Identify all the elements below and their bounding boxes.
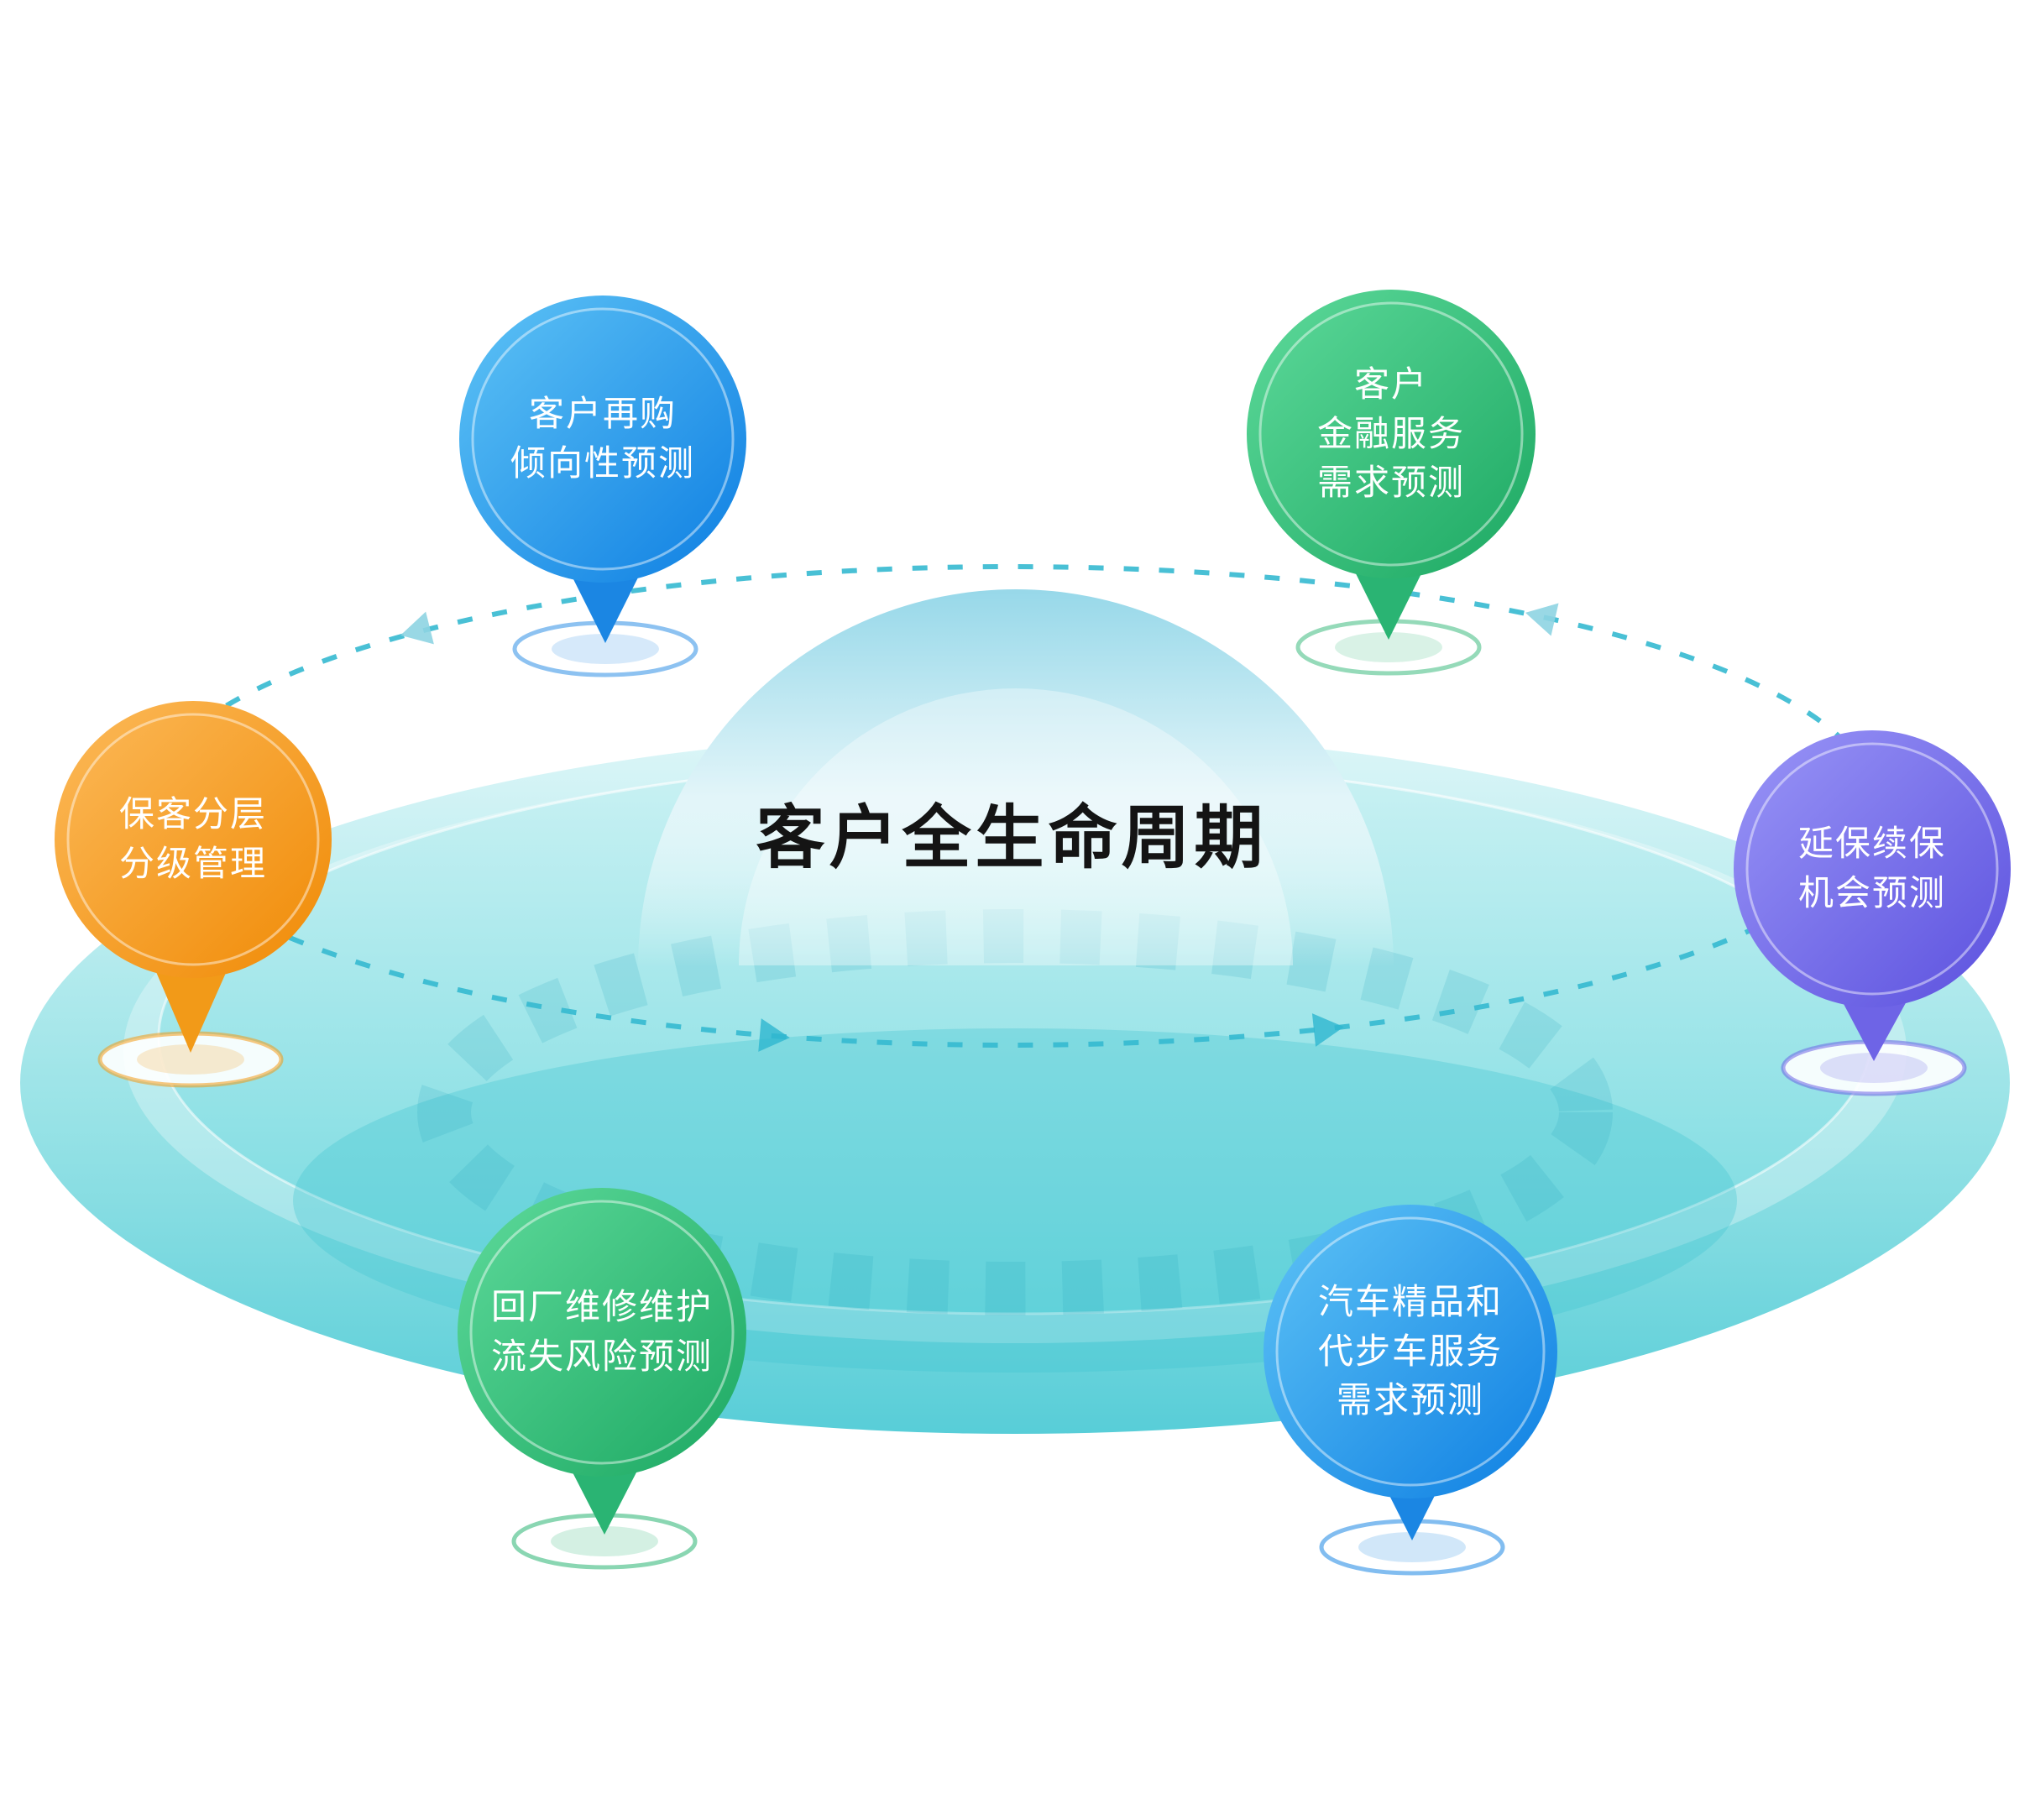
orbit-arrow-upper-left (400, 611, 434, 645)
center-dome (638, 589, 1394, 967)
dome-inner-highlight (739, 688, 1293, 965)
pin-balloon-repurchase-propensity (459, 295, 746, 677)
pin-label-customer-tiering: 保客分层 分级管理 (25, 714, 361, 965)
pin-ball (458, 1188, 746, 1477)
pin-label-line: 延保续保 (1797, 824, 1946, 864)
pin-label-line: 客户 (1353, 363, 1428, 404)
pin-label-warranty-renewal: 延保续保 机会预测 (1704, 743, 2030, 995)
pin-ball-ring (1745, 742, 1999, 996)
pin-ball-ring (66, 713, 320, 966)
pin-base-tint (1358, 1532, 1466, 1562)
pin-ball (1734, 730, 2011, 1007)
pin-balloon-financial-services (1247, 290, 1536, 676)
pin-label-repurchase-propensity: 客户再购 倾向性预测 (435, 313, 771, 565)
pin-ball-ring (469, 1200, 735, 1465)
pin-base-tint (1335, 632, 1442, 662)
pin-base-tint (551, 1526, 658, 1556)
pin-label-line: 机会预测 (1797, 873, 1946, 913)
pin-label-line: 分级管理 (118, 844, 267, 883)
pin-label-line: 客户再购 (528, 394, 677, 434)
disc-top-surface (159, 760, 1871, 1314)
pin-ball (459, 295, 746, 583)
pin-label-line: 需求预测 (1336, 1380, 1484, 1420)
pin-label-line: 保客分层 (118, 794, 267, 834)
dome-outer (638, 589, 1394, 967)
orbit-arrow-bottom-right (1311, 1013, 1344, 1047)
pin-label-line: 金融服务 (1316, 413, 1465, 453)
pin-label-financial-services: 客户 金融服务 需求预测 (1223, 308, 1559, 560)
pin-label-line: 需求预测 (1316, 463, 1465, 503)
pin-ball (1264, 1205, 1557, 1498)
pin-base-tint (1820, 1053, 1928, 1083)
pin-ball-ring (1275, 1216, 1546, 1487)
pin-base-tint (552, 634, 659, 664)
pin-ball-ring (471, 307, 735, 571)
orbit-arrow-upper-right (1525, 603, 1559, 636)
pin-balloon-accessories-courtesy-car (1264, 1205, 1557, 1576)
pin-ball (1247, 290, 1536, 578)
pin-label-line: 回厂维修维护 (490, 1287, 713, 1327)
pin-balloon-warranty-renewal (1734, 730, 2011, 1096)
pin-balloon-customer-tiering (55, 701, 332, 1088)
pin-label-line: 汽车精品和 (1317, 1281, 1503, 1321)
pin-label-line: 倾向性预测 (510, 443, 695, 483)
pin-label-line: 代步车服务 (1317, 1331, 1503, 1371)
orbit-arrow-bottom-left (758, 1018, 790, 1052)
pin-balloon-service-churn-risk (458, 1188, 746, 1570)
pin-ball-ring (1258, 301, 1524, 567)
pin-base-tint (137, 1044, 244, 1075)
pin-ball (55, 701, 332, 978)
pin-label-service-churn-risk: 回厂维修维护 流失风险预测 (434, 1206, 770, 1458)
pin-label-accessories-courtesy-car: 汽车精品和 代步车服务 需求预测 (1243, 1226, 1578, 1477)
pin-label-line: 流失风险预测 (490, 1336, 713, 1376)
center-title: 客户全生命周期 (756, 799, 1268, 876)
